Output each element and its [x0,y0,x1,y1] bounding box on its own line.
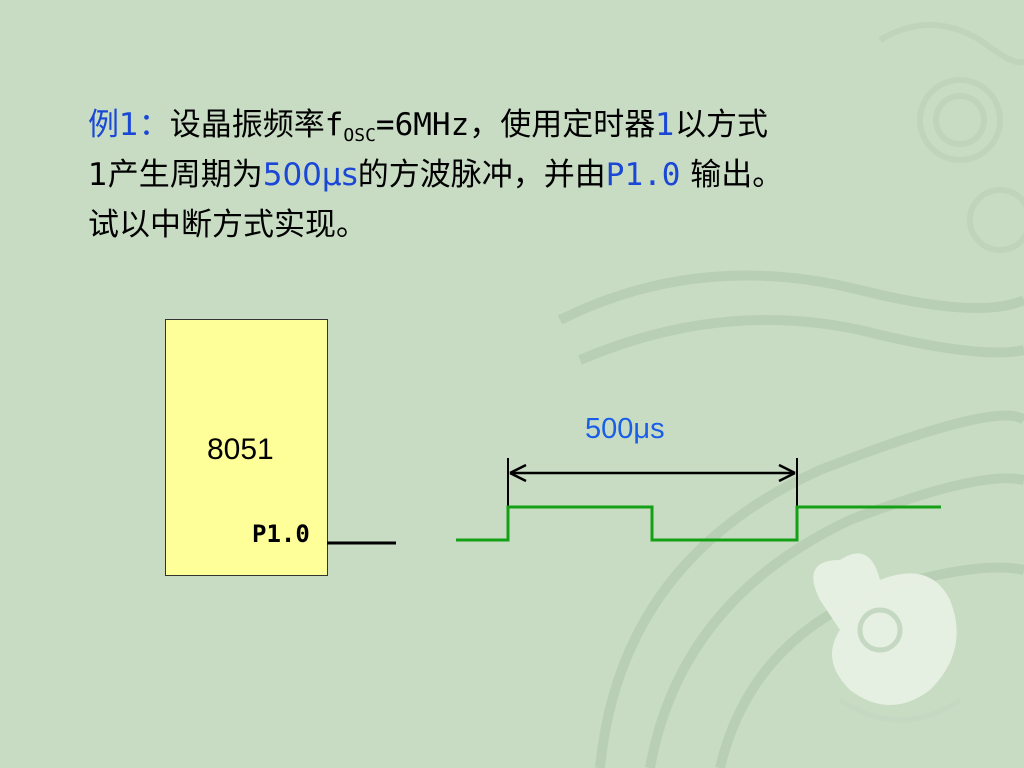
chip-name: 8051 [207,433,274,466]
interrupt-text: 试以中断方式实现。 [88,207,367,243]
square-wave [456,505,941,542]
crystal-text: 设晶振频率 [169,107,325,143]
period-arrow-right-head [778,463,796,483]
pin-name: P1.0 [605,157,681,193]
problem-line-1: 例1：设晶振频率fOSC=6MHz，使用定时器1以方式 [88,100,968,150]
pin-label: P1.0 [252,520,310,548]
period-intro: 产生周期为 [107,157,263,193]
mode-text: 以方式 [674,107,768,143]
example-label: 例1： [88,107,170,143]
mode-number: 1 [88,157,108,193]
waveform-text: 的方波脉冲，并由 [357,157,606,193]
problem-statement: 例1：设晶振频率fOSC=6MHz，使用定时器1以方式 1产生周期为500μs的… [88,100,968,250]
chip-block [165,319,328,576]
f-letter: f [324,107,344,143]
problem-line-2: 1产生周期为500μs的方波脉冲，并由P1.0 输出。 [88,150,968,200]
problem-line-3: 试以中断方式实现。 [88,200,968,250]
output-text: 输出。 [680,157,784,193]
timer-number: 1 [655,107,675,143]
period-label: 500μs [585,413,665,445]
frequency-text: =6MHz，使用定时器 [375,107,656,143]
period-value: 500μs [262,157,358,193]
period-arrow-left-head [509,463,527,483]
f-subscript: OSC [343,125,376,146]
